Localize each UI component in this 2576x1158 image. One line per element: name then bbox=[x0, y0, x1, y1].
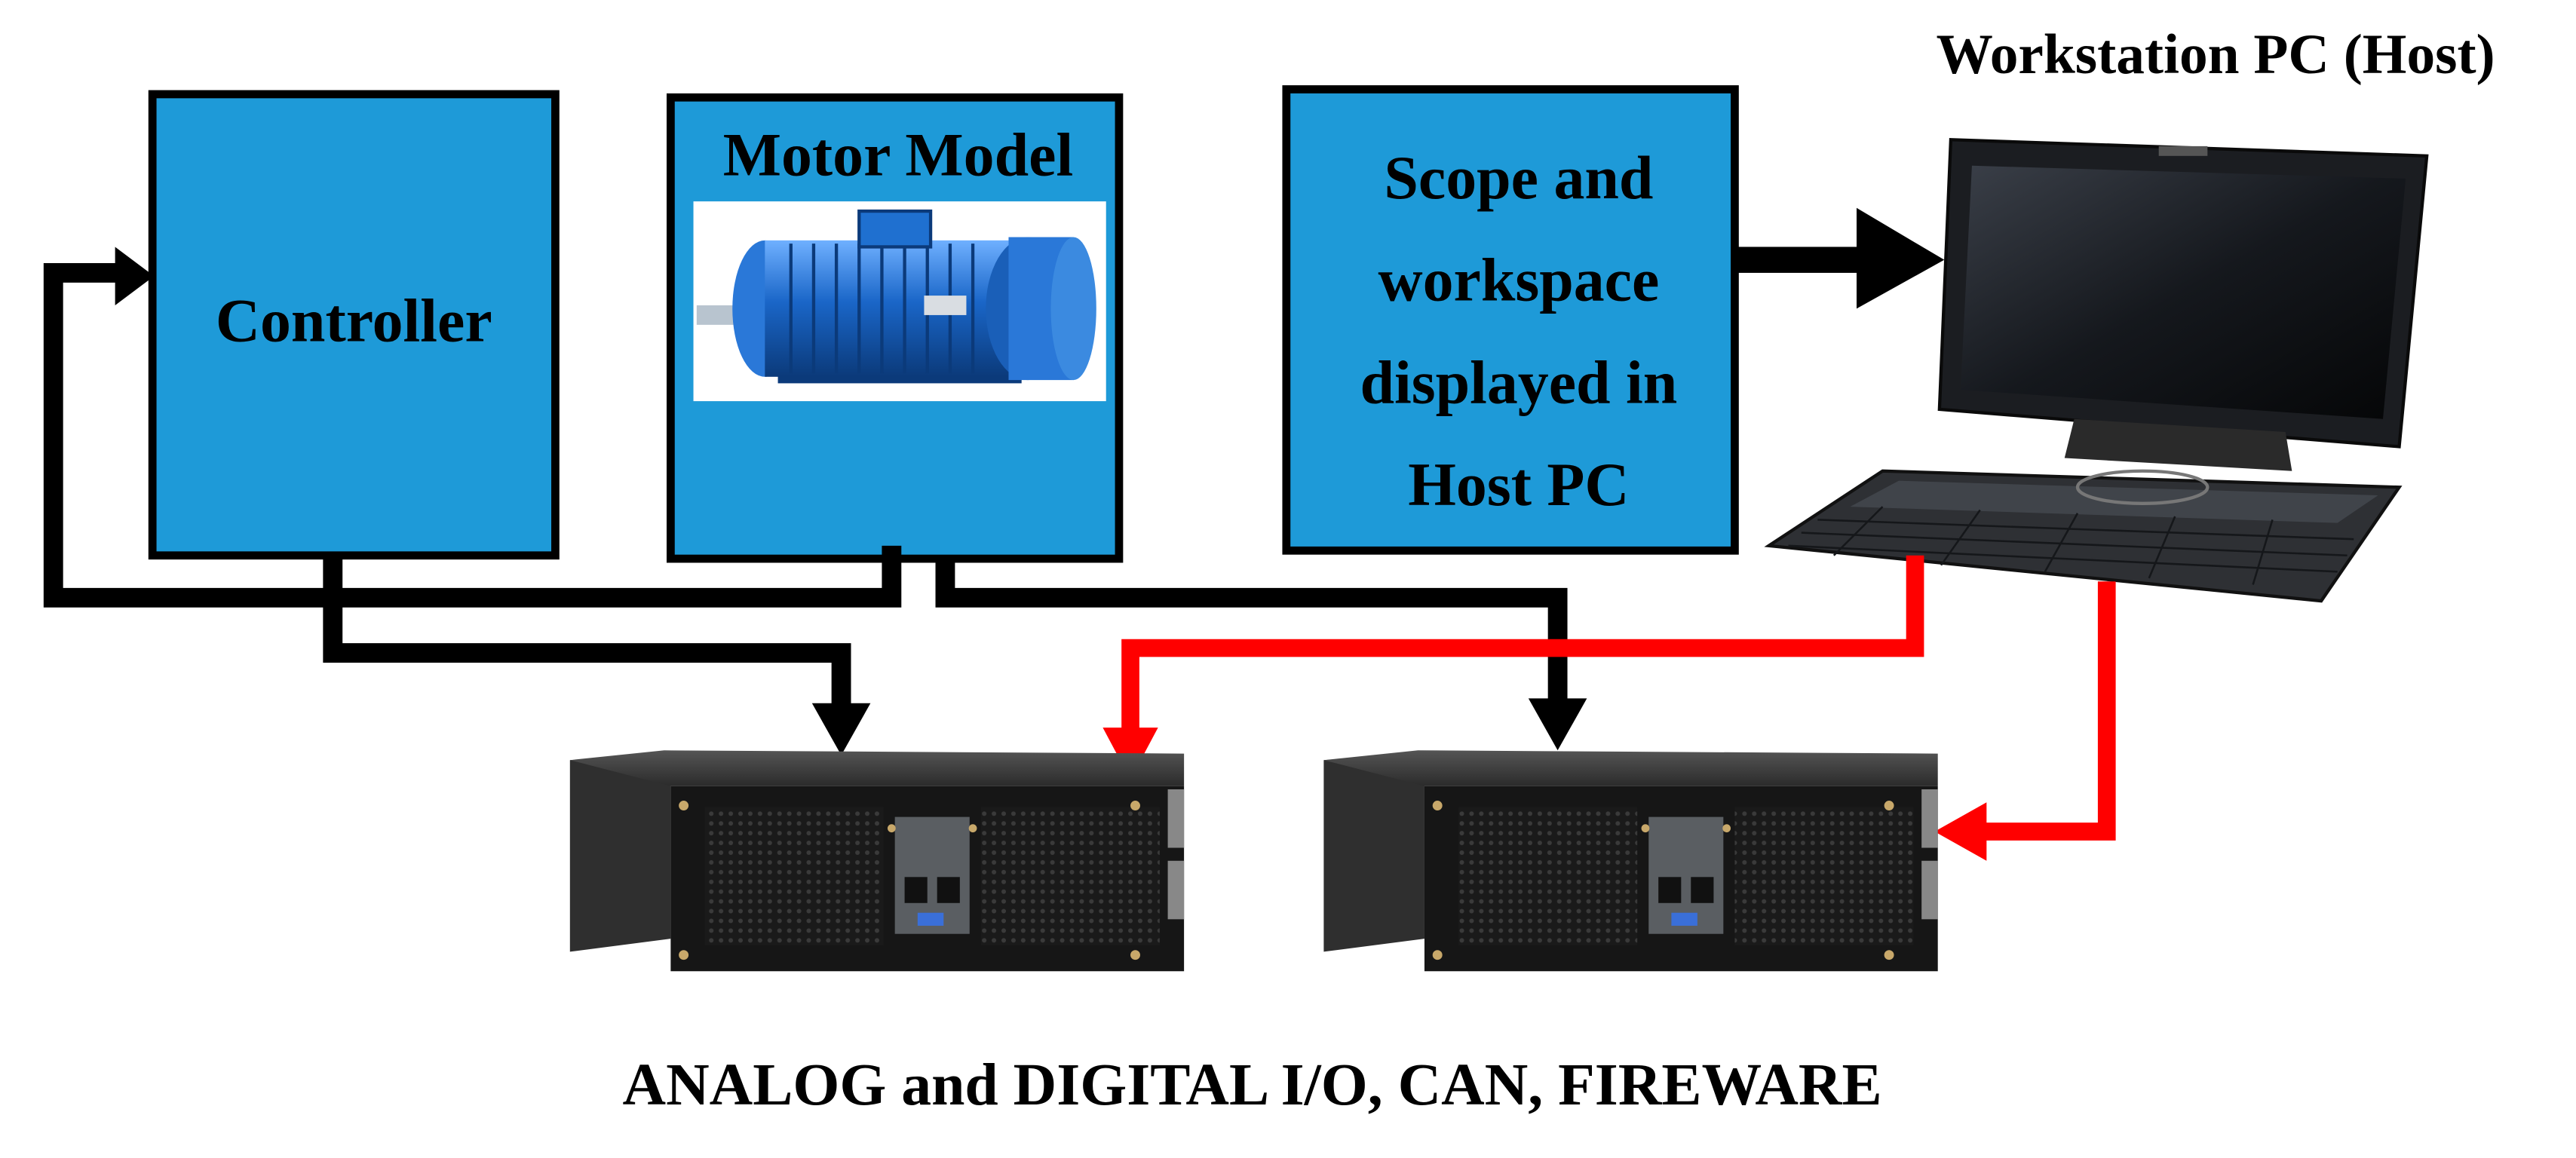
controller-label: Controller bbox=[216, 286, 492, 354]
scope-label-line-2: workspace bbox=[1378, 246, 1659, 314]
io2-input-arrowhead bbox=[1528, 698, 1587, 751]
io-caption: ANALOG and DIGITAL I/O, CAN, FIREWARE bbox=[623, 1052, 1882, 1118]
scope-label-line-3: displayed in bbox=[1360, 348, 1677, 416]
controller-feedback-line bbox=[43, 262, 902, 608]
scope-label-line-4: Host PC bbox=[1408, 450, 1629, 519]
scope-to-host-arrow bbox=[1734, 207, 1945, 309]
controller-input-arrowhead bbox=[115, 247, 155, 306]
scope-workspace-block: Scope and workspace displayed in Host PC bbox=[1282, 85, 1739, 555]
controller-to-io1-line bbox=[323, 555, 851, 707]
rack-io-unit-picture bbox=[569, 750, 1185, 972]
motor-model-label: Motor Model bbox=[723, 121, 1074, 189]
motor-model-block: Motor Model bbox=[666, 93, 1124, 563]
laptop-picture bbox=[1764, 138, 2429, 603]
motor-to-io2-line bbox=[935, 559, 1568, 702]
io1-input-arrowhead bbox=[811, 703, 871, 755]
electric-motor-picture bbox=[693, 201, 1106, 402]
host-to-io2-arrowhead bbox=[1934, 802, 1987, 861]
host-pc-title: Workstation PC (Host) bbox=[1937, 23, 2495, 86]
controller-block: Controller bbox=[148, 90, 560, 560]
rack-io-unit-picture bbox=[1323, 750, 1938, 972]
host-to-io2-link bbox=[1983, 581, 2116, 841]
host-to-io1-link bbox=[1121, 555, 1924, 731]
scope-label-line-1: Scope and bbox=[1384, 143, 1653, 212]
